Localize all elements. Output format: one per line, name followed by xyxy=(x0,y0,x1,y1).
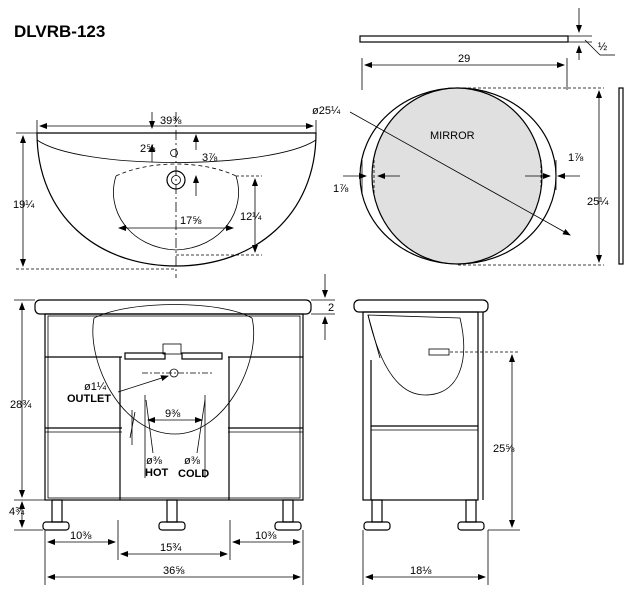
side-body xyxy=(362,311,479,501)
mirror-label: MIRROR xyxy=(430,130,475,142)
dim-leg-spacing-left: 10⅜ xyxy=(70,530,92,542)
vanity-top xyxy=(34,299,312,315)
mirror-edge-view xyxy=(359,35,569,43)
outlet-label: OUTLET xyxy=(67,393,111,405)
dim-mirror-width: 29 xyxy=(458,53,470,65)
leg xyxy=(166,499,178,523)
dim-bowl-depth: 12¼ xyxy=(240,211,262,223)
front-bowl xyxy=(92,317,254,435)
front-view: ø1¼ OUTLET 9⅜ ø⅜ HOT ø⅜ COLD 2 28¾ xyxy=(9,274,335,585)
dim-mirror-height: 25¼ xyxy=(587,196,609,208)
basin-back-edge xyxy=(36,139,317,163)
dim-mirror-inset-right: 1⅞ xyxy=(568,152,584,164)
dim-top-thickness: 2 xyxy=(328,302,334,314)
dim-leg-spacing-center: 15¾ xyxy=(160,542,182,554)
side-view: 25⅝ 18⅛ xyxy=(353,299,520,585)
dim-leg-height: 4¾ xyxy=(9,506,25,518)
mirror-view: ½ MIRROR 29 25¼ ø25¼ 1⅞ 1⅞ xyxy=(312,8,624,266)
bowl-outline xyxy=(113,175,239,251)
cold-label: COLD xyxy=(178,468,209,480)
dim-front-height: 28¾ xyxy=(10,399,32,411)
faucet-hole xyxy=(170,149,178,157)
cold-size: ø⅜ xyxy=(184,455,201,467)
drawing-title: DLVRB-123 xyxy=(14,22,105,41)
leg xyxy=(465,499,477,523)
mirror-side-profile xyxy=(618,87,624,265)
leg xyxy=(282,499,294,523)
side-bowl xyxy=(367,314,465,396)
dim-side-height: 25⅝ xyxy=(493,443,515,455)
top-view: 39⅜ 19¼ 2⅝ 3⅞ 17⅝ 12¼ xyxy=(13,112,317,278)
side-top xyxy=(353,299,489,313)
dim-mirror-inset-left: 1⅞ xyxy=(333,183,349,195)
dim-side-depth: 18⅛ xyxy=(410,565,432,577)
dim-total-width: 36⅝ xyxy=(163,565,185,577)
dim-mirror-diameter: ø25¼ xyxy=(312,105,341,117)
hot-size: ø⅜ xyxy=(146,455,163,467)
hot-label: HOT xyxy=(145,467,169,479)
cabinet-body xyxy=(44,313,304,501)
dim-drain-offset: 3⅞ xyxy=(202,152,218,164)
outlet-size: ø1¼ xyxy=(84,381,107,393)
dim-basin-width: 39⅜ xyxy=(160,115,182,127)
dim-faucet-offset: 2⅝ xyxy=(140,143,156,155)
basin-outline xyxy=(36,132,317,267)
dim-supply-spacing: 9⅜ xyxy=(165,408,181,420)
dim-bowl-width: 17⅝ xyxy=(180,215,202,227)
dim-leg-spacing-right: 10⅜ xyxy=(255,530,277,542)
dim-basin-depth: 19¼ xyxy=(13,199,35,211)
leg xyxy=(51,499,63,523)
leg xyxy=(371,499,383,523)
dim-mirror-thickness: ½ xyxy=(598,41,607,53)
dim-mirror-diameter-line xyxy=(349,111,571,236)
